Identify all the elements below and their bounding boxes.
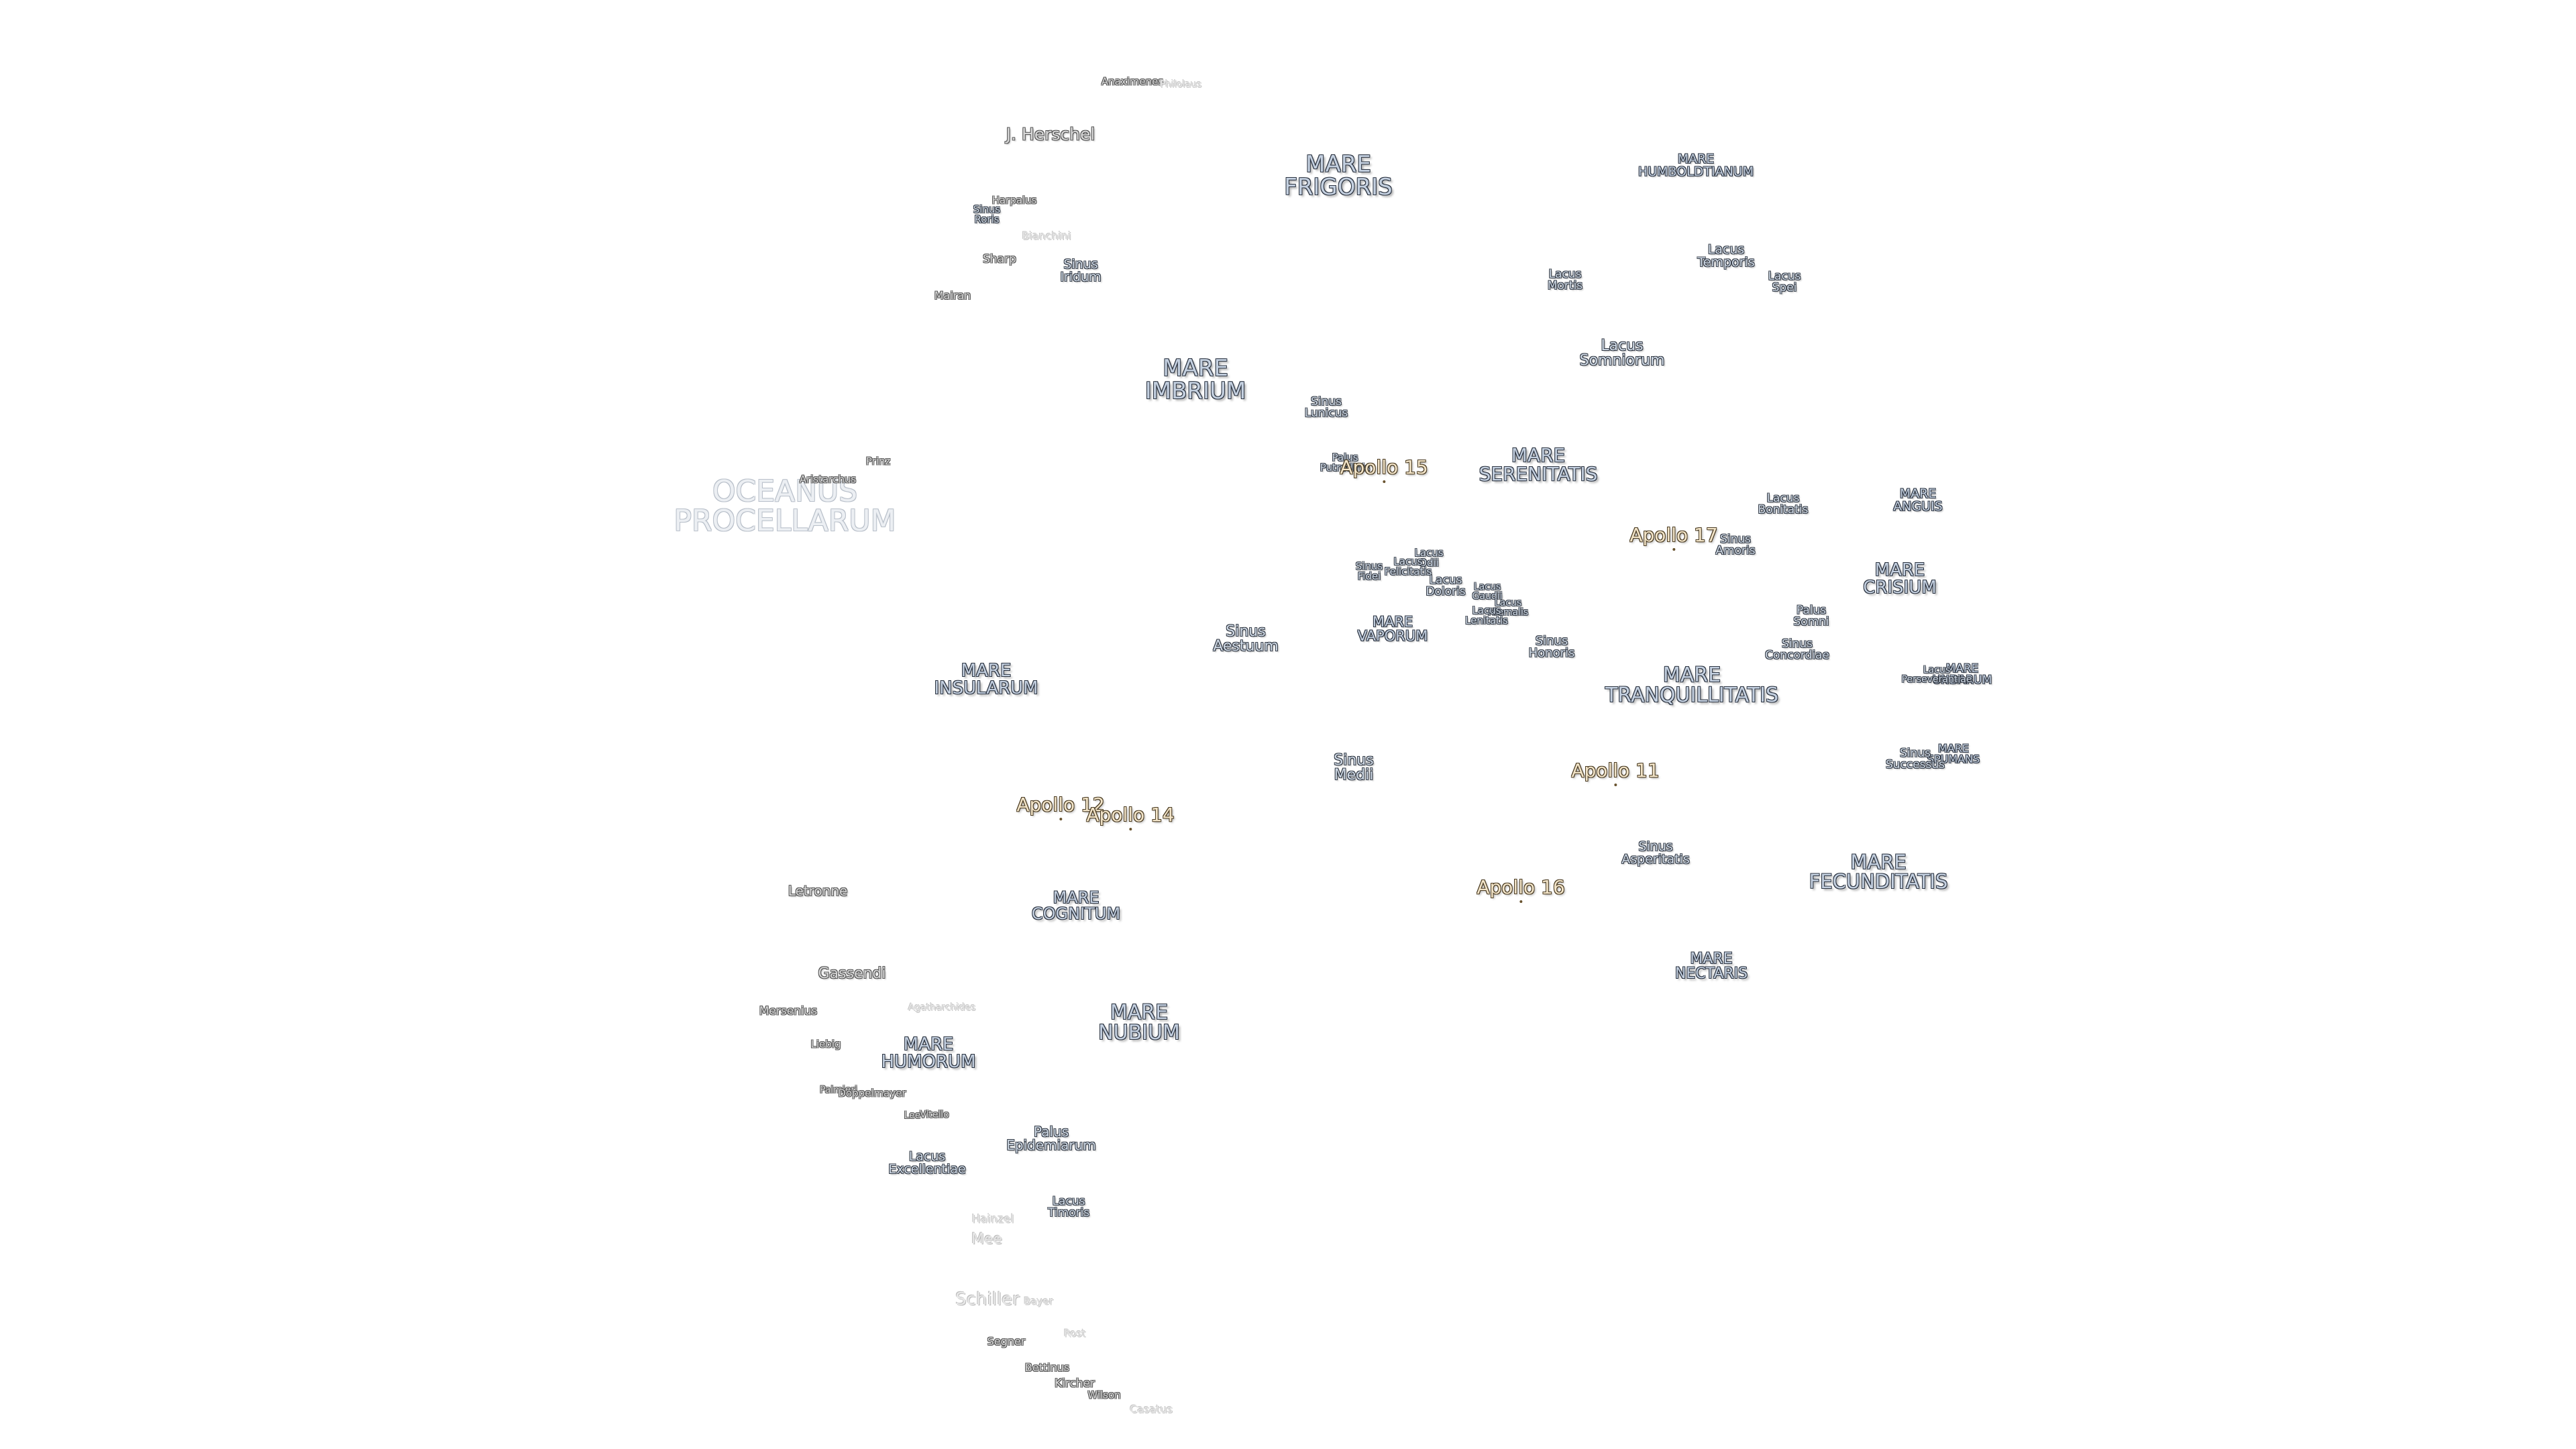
mare-nectaris-label[interactable]: MARE NECTARIS [1674, 951, 1748, 982]
apollo-14-marker[interactable]: Apollo 14 [1086, 804, 1175, 830]
sinus-asperitatis-label[interactable]: Sinus Asperitatis [1621, 839, 1690, 867]
doppelmayer-label[interactable]: Doppelmayer [838, 1087, 906, 1099]
mare-frigoris-label[interactable]: MARE FRIGORIS [1284, 151, 1393, 201]
lacus-spei-label[interactable]: Lacus Spei [1768, 270, 1801, 294]
anaximenes-label[interactable]: Anaximenes [1101, 75, 1164, 88]
apollo-11-marker[interactable]: Apollo 11 [1571, 759, 1660, 786]
lacus-doloris-label[interactable]: Lacus Doloris [1426, 574, 1466, 598]
mee-label[interactable]: Mee [971, 1231, 1003, 1248]
kircher-label[interactable]: Kircher [1054, 1377, 1095, 1391]
bianchini-label[interactable]: Bianchini [1022, 229, 1071, 242]
mairan-label[interactable]: Mairan [934, 289, 971, 302]
mare-insularum-label[interactable]: MARE INSULARUM [934, 661, 1038, 698]
mare-cognitum-label[interactable]: MARE COGNITUM [1031, 888, 1121, 923]
palus-somni-label[interactable]: Palus Somni [1793, 604, 1829, 629]
lacus-felicitatis-label[interactable]: Lacus Felicitatis [1384, 555, 1432, 578]
sinus-concordiae-label[interactable]: Sinus Concordiae [1765, 637, 1829, 662]
agatharchides-label[interactable]: Agatharchides [908, 1002, 976, 1013]
mare-fecunditatis-label[interactable]: MARE FECUNDITATIS [1809, 851, 1948, 893]
prinz-label[interactable]: Prinz [865, 455, 891, 468]
mare-humboldtianum-label[interactable]: MARE HUMBOLDTIANUM [1638, 152, 1754, 179]
wilson-label[interactable]: Wilson [1087, 1389, 1121, 1401]
sinus-medii-label[interactable]: Sinus Medii [1334, 752, 1374, 784]
lacus-bonitatis-label[interactable]: Lacus Bonitatis [1758, 492, 1809, 517]
sinus-iridum-label[interactable]: Sinus Iridum [1060, 257, 1102, 284]
apollo-12-marker[interactable]: Apollo 12 [1016, 794, 1105, 820]
vitello-label[interactable]: Vitello [920, 1110, 949, 1120]
mare-serenitatis-label[interactable]: MARE SERENITATIS [1479, 444, 1598, 485]
sinus-amoris-label[interactable]: Sinus Amoris [1715, 533, 1756, 557]
lacus-timoris-label[interactable]: Lacus Timoris [1047, 1195, 1090, 1220]
bettinus-label[interactable]: Bettinus [1024, 1361, 1070, 1374]
sinus-honoris-label[interactable]: Sinus Honoris [1528, 634, 1575, 660]
gassendi-label[interactable]: Gassendi [818, 965, 886, 982]
apollo-17-marker[interactable]: Apollo 17 [1629, 524, 1718, 551]
lacus-odii-label[interactable]: Lacus Odii [1414, 547, 1444, 569]
lacus-hiemalis-label[interactable]: Lacus Hiemalis [1487, 598, 1529, 618]
lacus-excellentiae-label[interactable]: Lacus Excellentiae [888, 1149, 966, 1177]
hainzel-label[interactable]: Hainzel [971, 1212, 1014, 1226]
sinus-roris-label[interactable]: Sinus Roris [973, 203, 1001, 225]
mare-crisium-label[interactable]: MARE CRISIUM [1863, 560, 1937, 598]
lacus-lenitatis-label[interactable]: Lacus Lenitatis [1465, 604, 1508, 627]
aristarchus-label[interactable]: Aristarchus [799, 473, 857, 486]
schiller-label[interactable]: Schiller [955, 1289, 1020, 1309]
oceanus-procellarum-label[interactable]: OCEANUS PROCELLARUM [674, 474, 896, 538]
sinus-lunicus-label[interactable]: Sinus Lunicus [1304, 395, 1348, 420]
letronne-label[interactable]: Letronne [788, 883, 848, 899]
mare-nubium-label[interactable]: MARE NUBIUM [1098, 1001, 1180, 1044]
lacus-perseverantiae-label[interactable]: Lacus Perseverantiae [1901, 665, 1972, 685]
sinus-aestuum-label[interactable]: Sinus Aestuum [1213, 623, 1279, 655]
segner-label[interactable]: Segner [987, 1335, 1026, 1348]
lacus-mortis-label[interactable]: Lacus Mortis [1547, 268, 1583, 292]
mersenius-label[interactable]: Mersenius [759, 1004, 818, 1018]
mare-spumans-label[interactable]: MARE SPUMANS [1927, 742, 1980, 765]
j-herschel-label[interactable]: J. Herschel [1006, 124, 1095, 144]
lacus-temporis-label[interactable]: Lacus Temporis [1697, 242, 1755, 270]
bayer-label[interactable]: Bayer [1024, 1295, 1053, 1307]
liebig-label[interactable]: Liebig [810, 1038, 841, 1051]
lacus-gaudii-label[interactable]: Lacus Gaudii [1472, 582, 1503, 602]
sinus-fidei-label[interactable]: Sinus Fidei [1355, 560, 1383, 582]
apollo-16-marker[interactable]: Apollo 16 [1477, 876, 1565, 903]
apollo-15-marker[interactable]: Apollo 15 [1340, 456, 1428, 483]
palus-epidemiarum-label[interactable]: Palus Epidemiarum [1006, 1124, 1096, 1153]
palmieri-label[interactable]: Palmieri [819, 1085, 858, 1095]
rost-label[interactable]: Rost [1063, 1327, 1086, 1340]
lacus-somniorum-label[interactable]: Lacus Somniorum [1579, 337, 1665, 369]
mare-humorum-label[interactable]: MARE HUMORUM [881, 1034, 976, 1072]
philolaus-label[interactable]: Philolaus [1159, 79, 1202, 90]
mare-tranquillitatis-label[interactable]: MARE TRANQUILLITATIS [1605, 663, 1779, 707]
mare-vaporum-label[interactable]: MARE VAPORUM [1357, 614, 1428, 644]
lee-label[interactable]: Lee [904, 1110, 921, 1121]
mare-imbrium-label[interactable]: MARE IMBRIUM [1144, 355, 1246, 405]
mare-undarum-label[interactable]: MARE UNDARUM [1932, 662, 1992, 687]
sinus-successus-label[interactable]: Sinus Successus [1885, 747, 1945, 771]
casatus-label[interactable]: Casatus [1130, 1403, 1173, 1415]
sharp-label[interactable]: Sharp [983, 252, 1016, 266]
palus-putredinis-label[interactable]: Palus Putredinis [1320, 451, 1371, 474]
mare-anguis-label[interactable]: MARE ANGUIS [1893, 486, 1943, 514]
harpalus-label[interactable]: Harpalus [991, 194, 1037, 207]
